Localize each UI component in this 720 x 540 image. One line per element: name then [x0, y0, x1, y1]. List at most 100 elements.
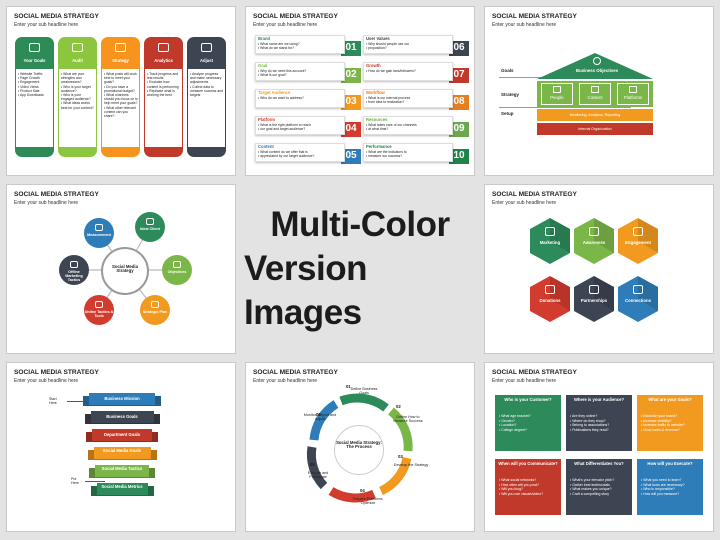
bullet-item: • Replicate what is working the best	[147, 88, 175, 98]
hex-label: Engagement	[625, 240, 651, 245]
card-header	[495, 459, 561, 475]
bullet-item: • Website Traffic	[18, 72, 43, 76]
bullet-item: • Collect data to measure success and ta…	[190, 84, 223, 98]
pillar-icon	[591, 86, 599, 93]
item-title: Content	[258, 144, 274, 149]
spoke-node	[135, 212, 165, 242]
hexagon-tile	[574, 218, 614, 264]
slide-thumbnail-1[interactable]: SOCIAL MEDIA STRATEGY Enter your sub hea…	[6, 6, 236, 176]
ribbon-band	[449, 41, 469, 56]
row-label-strategy: Strategy	[501, 92, 520, 97]
item-text: • Why should people use our	[366, 42, 410, 46]
item-text: • appreciated by our target audience?	[258, 154, 315, 159]
card-body	[566, 475, 632, 515]
banner-band	[92, 429, 152, 441]
column-footer	[58, 147, 97, 157]
column-bullets: • Analyze progress and make necessary ad…	[190, 72, 224, 97]
item-number: 10	[453, 150, 465, 161]
bullet-item: • Do you have a promotional budget?	[104, 84, 135, 93]
item-number: 08	[453, 96, 465, 107]
slide-title: SOCIAL MEDIA STRATEGY	[14, 191, 99, 198]
hex-label: Connections	[624, 298, 652, 303]
item-number: 09	[453, 123, 465, 134]
slide-thumbnail-6[interactable]: SOCIAL MEDIA STRATEGY Enter your sub hea…	[6, 362, 236, 532]
pillar-label: Platforms	[623, 95, 643, 100]
card-body	[495, 475, 561, 515]
step-label: Define Business Goals	[350, 387, 378, 396]
bullet-item: • What's your elevator pitch?	[570, 478, 615, 482]
item-text: • What are the indicators to	[366, 150, 407, 154]
bullet-item: • Grow sales & revenue?	[641, 427, 680, 432]
slide-subtitle: Enter your sub headline here	[14, 200, 79, 206]
card-header	[566, 459, 632, 475]
item-title: Brand	[258, 36, 271, 41]
item-text: • measure our success?	[366, 154, 403, 159]
card-bullets: • Establish your brand?• Increase visibi…	[641, 414, 701, 432]
card-title: How will you Execute?	[647, 461, 693, 466]
card-bullets: • What you need to learn?• What tools ar…	[641, 478, 701, 496]
item-text: • How do we gain fans/followers?	[366, 69, 416, 73]
card-title: Who is your Customer?	[504, 397, 552, 402]
bullet-item: • Page Growth	[18, 76, 40, 81]
step-label: Prepare Platforms, Optimize	[352, 497, 384, 506]
bullet-item: • What are your strengths and weaknesses…	[61, 72, 85, 85]
bullet-item: • How will you measure?	[641, 491, 680, 496]
item-number: 05	[345, 150, 357, 161]
roof-label: Business Objectives	[575, 68, 619, 73]
banner-label: Business Goals	[106, 414, 138, 419]
spoke-node	[84, 295, 114, 325]
bullet-item: • Evaluate how content is performing	[147, 80, 179, 89]
card-header	[495, 395, 561, 411]
item-text: • at what time?	[366, 127, 389, 132]
card-bullets: • What social networks?• How often will …	[499, 478, 559, 496]
card-bullets: • Are they online?• Where do they shop?•…	[570, 414, 630, 432]
node-label: Offline Marketing Tactics	[65, 270, 83, 283]
pillar-row	[537, 81, 653, 107]
bullet-item: • Will you blog?	[499, 487, 523, 492]
bullet-item: • What channels should you focus on to h…	[104, 93, 138, 106]
column-icon	[201, 43, 212, 52]
ribbon-card	[363, 143, 453, 162]
item-title: Performance	[366, 144, 392, 149]
ribbon-band	[341, 41, 361, 56]
banner-label: Social Media Tactics	[101, 465, 143, 471]
column-body	[144, 69, 183, 147]
slide-thumbnail-5[interactable]: SOCIAL MEDIA STRATEGY Enter your sub hea…	[484, 184, 714, 354]
banner-label: Department Goals	[103, 432, 141, 437]
slide-title: SOCIAL MEDIA STRATEGY	[253, 13, 338, 20]
bullet-item: • Who is your engaged audience?	[61, 93, 91, 102]
banner-band	[95, 465, 149, 477]
bullet-item: • Craft a compelling story	[570, 491, 609, 496]
spoke-node	[162, 255, 192, 285]
slide-thumbnail-3[interactable]: SOCIAL MEDIA STRATEGY Enter your sub hea…	[484, 6, 714, 176]
item-text: • What is our goal?	[258, 73, 287, 78]
item-text: • What is our internal process	[366, 96, 411, 100]
hexagon-tile	[618, 276, 658, 322]
ribbon-card	[363, 89, 453, 108]
bullet-item: • Video Views	[18, 84, 39, 89]
bullet-item: • What tools are necessary?	[641, 482, 685, 487]
hex-icon	[545, 285, 555, 294]
ribbon-band	[341, 122, 361, 137]
row-divider	[499, 107, 631, 108]
column-icon	[72, 43, 83, 52]
column-header	[144, 37, 183, 69]
card-title: Where is your Audience?	[573, 397, 625, 402]
slide-thumbnail-2[interactable]: SOCIAL MEDIA STRATEGY Enter your sub hea…	[245, 6, 475, 176]
slide-thumbnail-4[interactable]: SOCIAL MEDIA STRATEGY Enter your sub hea…	[6, 184, 236, 354]
card-bullets: • What's your elevator pitch?• Gather be…	[570, 478, 630, 496]
bullet-item: • What ideas works best for your content…	[61, 101, 94, 110]
internal-bar	[537, 123, 653, 135]
card-body	[637, 411, 703, 451]
slide-thumbnail-8[interactable]: SOCIAL MEDIA STRATEGY Enter your sub hea…	[484, 362, 714, 532]
hex-icon	[589, 285, 599, 294]
bullet-item: • What you need to learn?	[641, 478, 682, 482]
step-number: 02	[396, 404, 401, 409]
node-icon	[95, 301, 103, 308]
ribbon-card	[255, 89, 345, 108]
item-text: • What name are we using?	[258, 42, 300, 46]
slide-thumbnail-7[interactable]: SOCIAL MEDIA STRATEGY Enter your sub hea…	[245, 362, 475, 532]
column-body	[15, 69, 54, 147]
internal-label: Internal Organization	[578, 127, 612, 131]
column-header	[15, 37, 54, 69]
